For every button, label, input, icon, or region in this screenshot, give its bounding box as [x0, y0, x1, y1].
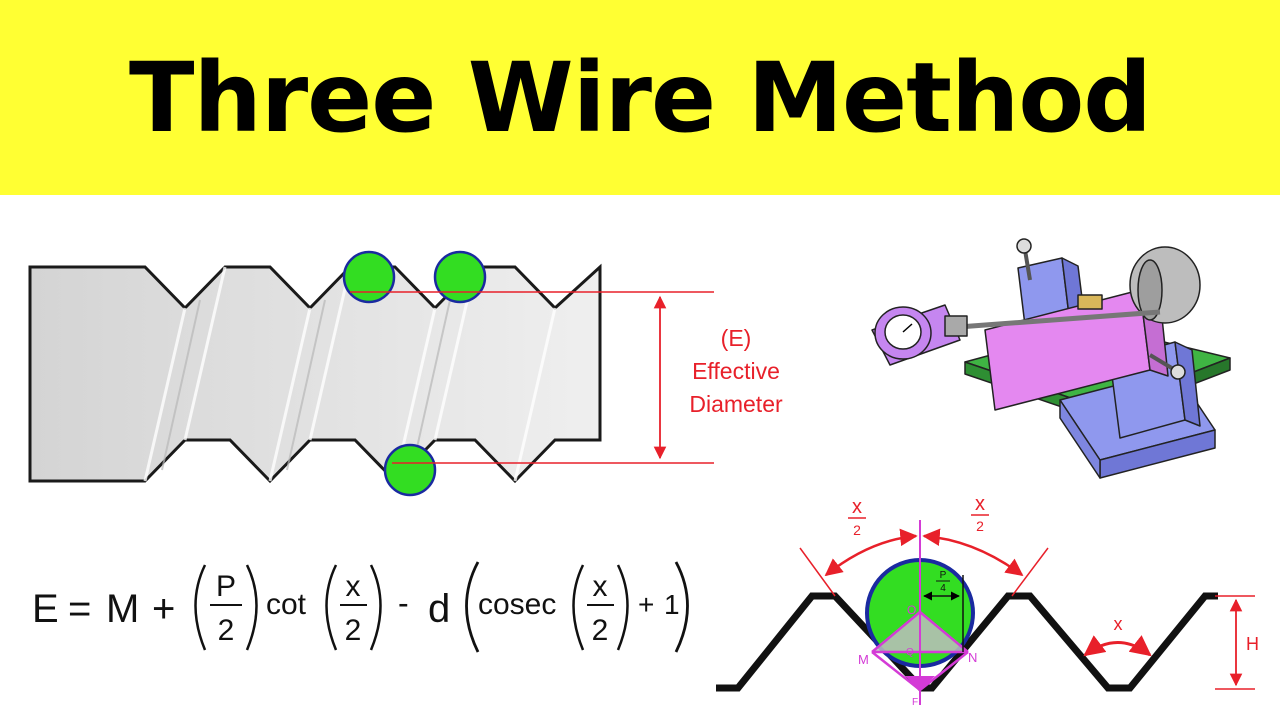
thread-profile — [716, 592, 1218, 692]
threaded-rod-diagram: (E) Effective Diameter — [28, 250, 783, 497]
paren-open-1 — [194, 564, 207, 651]
effective-diameter-formula: E = M + P 2 cot x 2 - d cosec x 2 + 1 — [32, 561, 689, 653]
paren-close-1 — [245, 564, 258, 651]
formula-p: P — [216, 570, 236, 603]
paren-open-3 — [572, 564, 585, 651]
formula-minus: - — [398, 585, 409, 621]
paren-open-2 — [325, 564, 338, 651]
formula-cosec: cosec — [478, 588, 556, 621]
formula-plus-1: + — [152, 587, 175, 631]
formula-two-c: 2 — [592, 614, 609, 647]
formula-m: M — [106, 587, 139, 631]
label-e: (E) — [721, 325, 752, 351]
paren-close-big — [674, 561, 689, 653]
label-p: P — [940, 570, 947, 581]
label-p-den: 4 — [940, 583, 946, 594]
label-n: N — [968, 650, 977, 665]
wire-top-right — [433, 250, 487, 304]
measuring-machine-illustration — [871, 238, 1231, 479]
thread-geometry-diagram: P 4 x 2 x 2 O Q M N F x H — [716, 493, 1259, 708]
wire-top-left — [342, 250, 396, 304]
label-diameter: Diameter — [689, 391, 783, 417]
formula-x-a: x — [346, 570, 361, 603]
label-x-half-left: x — [852, 496, 862, 518]
formula-d: d — [428, 587, 450, 631]
formula-e: E — [32, 587, 59, 631]
label-q: Q — [906, 647, 914, 658]
formula-one: 1 — [664, 589, 680, 620]
label-h: H — [1246, 634, 1259, 654]
paren-close-3 — [616, 564, 629, 651]
threaded-rod — [28, 263, 602, 484]
label-x: x — [1114, 614, 1123, 634]
page-title: Three Wire Method — [128, 41, 1152, 154]
label-effective: Effective — [692, 358, 780, 384]
formula-equals: = — [68, 587, 91, 631]
title-banner: Three Wire Method — [0, 0, 1280, 195]
formula-cot: cot — [266, 588, 307, 621]
label-x-half-right-den: 2 — [976, 518, 984, 534]
formula-two-b: 2 — [345, 614, 362, 647]
label-x-half-right: x — [975, 493, 985, 515]
label-m: M — [858, 652, 869, 667]
formula-two-a: 2 — [218, 614, 235, 647]
label-f: F — [912, 697, 918, 708]
wire-bottom — [383, 443, 437, 497]
paren-close-2 — [369, 564, 382, 651]
paren-open-big — [465, 561, 480, 653]
formula-x-b: x — [593, 570, 608, 603]
formula-plus-2: + — [638, 589, 654, 620]
angle-x-arc — [1083, 635, 1152, 657]
label-o: O — [907, 603, 916, 617]
label-x-half-left-den: 2 — [853, 522, 861, 538]
